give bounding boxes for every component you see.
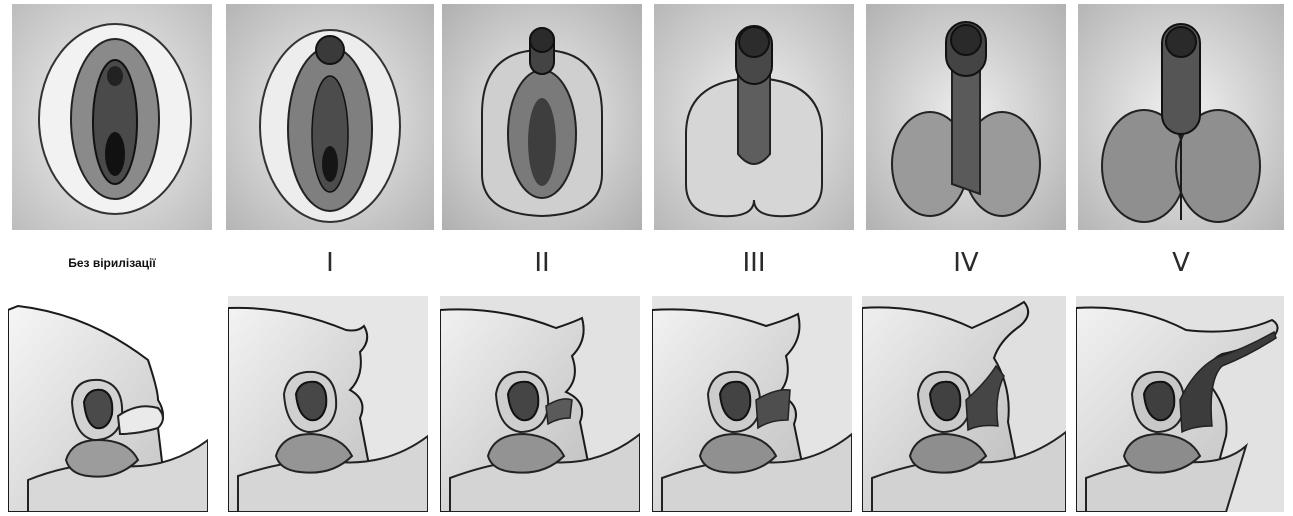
stage-label-3: III xyxy=(654,244,854,282)
stage-label-4: IV xyxy=(866,244,1066,282)
external-view-panel-0 xyxy=(12,4,212,230)
external-view-panel-2 xyxy=(442,4,642,230)
stage-label-2: II xyxy=(442,244,642,282)
external-view-panel-5 xyxy=(1078,4,1284,230)
sagittal-view-5-illustration xyxy=(1076,296,1284,512)
external-view-0-illustration xyxy=(12,4,212,230)
sagittal-view-2-illustration xyxy=(440,296,640,512)
sagittal-view-4-illustration xyxy=(862,296,1066,512)
external-view-5-illustration xyxy=(1078,4,1284,230)
sagittal-view-0-illustration xyxy=(8,290,208,512)
stage-label-5: V xyxy=(1078,244,1284,282)
sagittal-view-1-illustration xyxy=(228,296,428,512)
sagittal-view-panel-2 xyxy=(440,296,640,512)
external-view-4-illustration xyxy=(866,4,1066,230)
stage-label-1: I xyxy=(226,244,434,282)
external-view-panel-1 xyxy=(226,4,434,230)
external-view-1-illustration xyxy=(226,4,434,230)
external-view-panel-4 xyxy=(866,4,1066,230)
external-view-2-illustration xyxy=(442,4,642,230)
sagittal-view-panel-0 xyxy=(8,290,208,512)
sagittal-view-3-illustration xyxy=(652,296,852,512)
stage-label-0: Без вірилізації xyxy=(12,244,212,282)
external-view-panel-3 xyxy=(654,4,854,230)
sagittal-view-panel-5 xyxy=(1076,296,1284,512)
sagittal-view-panel-3 xyxy=(652,296,852,512)
sagittal-view-panel-4 xyxy=(862,296,1066,512)
external-view-3-illustration xyxy=(654,4,854,230)
sagittal-view-panel-1 xyxy=(228,296,428,512)
